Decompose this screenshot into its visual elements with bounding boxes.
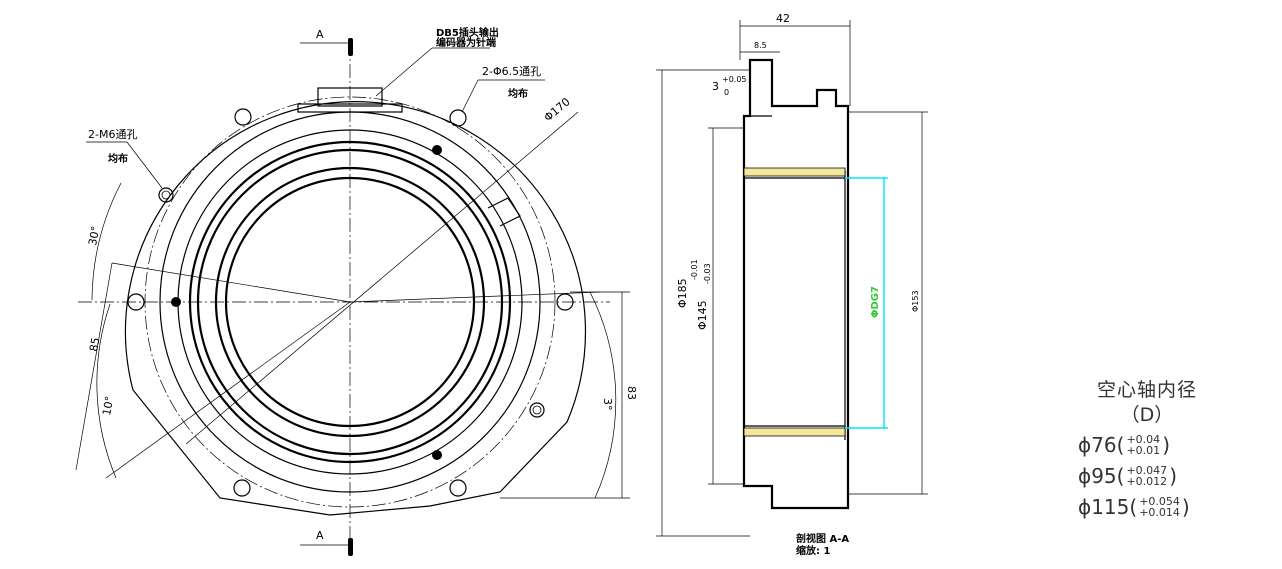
angle-3-label: 3° [601,398,614,411]
diameter-145-tol-a: -0.01 [690,259,699,280]
dim-85-line [75,262,113,471]
tol-upper: +0.054 [1139,495,1180,508]
angle-10-label: 10° [100,395,116,416]
step-tol-lower: 0 [724,88,729,97]
threaded-hole [529,402,545,418]
threaded-hole-core [161,190,171,200]
mounting-hole [449,479,467,497]
connector-body [317,87,383,107]
section-view: 42 8.5 3 +0.05 0 Φ185 Φ145 -0.01 -0.03 Φ… [656,12,928,557]
fastener-dot [432,145,442,155]
section-cut-marker-bottom [348,538,353,556]
connector-leader [375,47,433,97]
width-8-5-label: 8.5 [754,41,767,50]
spec-value: 95( [1091,464,1125,488]
bore-circle [224,176,476,428]
hub-ring-mid [196,148,504,456]
width-42-label: 42 [776,12,790,25]
threaded-holes [158,145,545,460]
through-hole-leader [461,79,479,113]
diameter-symbol-icon: ϕ [1078,495,1092,519]
through-hole-label: 2-Φ6.5通孔 [482,65,541,78]
threaded-hole-core [532,405,542,415]
spec-title: 空心轴内径 [1096,379,1197,401]
spec-row-115: ϕ 115( +0.054 +0.014 ) [1078,493,1242,521]
upper-sleeve [743,167,846,177]
mounting-hole [234,108,252,126]
fastener-dot [432,450,442,460]
section-label-bottom: A [316,529,324,542]
spec-close: ) [1181,495,1190,519]
mounting-hole [449,109,467,127]
mounting-hole [556,293,574,311]
through-hole-sub: 均布 [508,87,528,100]
spec-row-76: ϕ 76( +0.04 +0.01 ) [1078,431,1242,459]
angle-3-ray [349,291,601,303]
spec-tolerance: +0.04 +0.01 [1126,434,1160,456]
diameter-170-label: Φ170 [542,95,573,124]
connector-base [297,103,403,113]
dim-83-label: 83 [625,386,638,400]
tol-lower: +0.012 [1126,475,1168,488]
diameter-symbol-icon: ϕ [1078,464,1092,488]
angle-10-arc [96,303,117,479]
thread-hole-leader [126,141,163,189]
bolt-circle [144,96,556,508]
spec-tolerance: +0.047 +0.012 [1126,465,1167,487]
mounting-hole [127,293,145,311]
tol-upper: +0.04 [1126,433,1161,446]
step-tol-upper: +0.05 [722,75,747,84]
section-caption-line1: 剖视图 A-A [796,532,849,545]
tol-lower: +0.014 [1139,506,1180,519]
hub-ring-inner [214,166,486,438]
spec-subtitle: （D） [1120,404,1174,426]
angle-30-label: 30° [86,225,102,246]
angle-30-ray [111,262,351,303]
outer-housing-outline [124,101,587,516]
section-cut-marker-top [348,38,353,56]
diameter-145-label: Φ145 [696,300,709,330]
diameter-145-tol-b: -0.03 [703,263,712,284]
diameter-170-leader [185,111,579,445]
angle-30-arc [91,182,122,301]
diameter-symbol-icon: ϕ [1078,433,1092,457]
threaded-hole [158,187,174,203]
thread-hole-sub: 均布 [108,152,128,165]
lower-sleeve [743,427,846,437]
tol-lower: +0.01 [1126,444,1161,457]
side-tab [487,197,521,227]
section-outline [742,58,850,510]
spec-row-95: ϕ 95( +0.047 +0.012 ) [1078,462,1242,490]
mounting-hole [233,479,251,497]
angle-10-ray [105,301,351,479]
diameter-153-label: Φ153 [911,290,920,312]
angle-3-arc [589,291,617,499]
fastener-dot [171,297,181,307]
step-3-label: 3 [712,80,719,93]
tol-upper: +0.047 [1126,464,1168,477]
section-caption-line2: 缩放: 1 [796,544,830,557]
front-view: A A [75,26,638,556]
dim-85-label: 85 [87,336,102,352]
connector-note-line1: DB5插头输出 [436,26,499,39]
spec-value: 115( [1091,495,1138,519]
hub-ring-outer [188,140,512,464]
spec-close: ) [1162,433,1170,457]
spec-tolerance: +0.054 +0.014 [1139,496,1180,518]
bore-diameter-label: ΦDG7 [870,286,881,318]
thread-hole-label: 2-M6通孔 [88,128,137,141]
spec-close: ) [1169,464,1177,488]
spec-value: 76( [1091,433,1125,457]
section-label-top: A [316,28,324,41]
bore-spec-panel: 空心轴内径 （D） ϕ 76( +0.04 +0.01 ) ϕ 95( +0.0… [1052,378,1242,521]
mounting-holes [127,108,574,497]
connector-note-line2: 编码器为针端 [436,36,496,49]
diameter-185-label: Φ185 [676,278,689,308]
